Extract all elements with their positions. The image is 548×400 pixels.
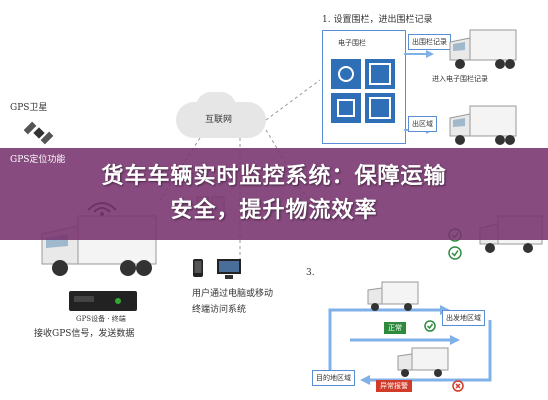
alert-status-badge: 异常报警 [376,380,412,392]
gps-positioning-label: GPS定位功能 [10,155,66,165]
set-fence-label: 电子围栏 [338,39,366,47]
exit-area-box: 出区域 [408,116,437,132]
user-access-label-1: 用户通过电脑或移动 [192,289,274,299]
step1-title: 1. 设置围栏，进出围栏记录 [322,15,433,25]
destination-area-box: 目的地区域 [312,370,355,386]
device-caption: GPS设备 · 终端 [76,315,126,323]
phone-icon [193,259,203,277]
banner-line-1: 货车车辆实时监控系统：保障运输 [101,164,447,189]
cloud-bump [196,92,236,122]
internet-label: 互联网 [205,115,233,125]
check-icon-2 [448,246,462,260]
ok-status-badge: 正常 [384,322,406,334]
receive-gps-label: 接收GPS信号，发送数据 [34,329,135,339]
banner-line-2: 安全，提升物流效率 [170,198,378,223]
banner-title: 货车车辆实时监控系统：保障运输 安全，提升物流效率 [0,160,548,228]
user-access-label-2: 终端访问系统 [192,305,247,315]
truck-icon-mid-right [449,105,517,145]
title-banner [0,148,548,240]
gps-device-icon [69,291,137,311]
truck-icon-bottom-1 [367,281,419,311]
out-fence-box: 出围栏记录 [408,34,451,50]
truck-icon-top-right [449,29,517,69]
alert-x-icon [452,380,464,392]
satellite-icon [24,121,54,145]
enter-fence-label: 进入电子围栏记录 [432,75,488,83]
step3-title: 3. [306,268,315,278]
ok-check-icon [424,320,436,332]
gps-satellite-label: GPS卫星 [10,103,48,113]
origin-area-box: 出发地区域 [442,310,485,326]
truck-icon-bottom-2 [397,347,449,377]
fence-tiles-icon [331,59,395,123]
computer-icon [217,259,241,279]
